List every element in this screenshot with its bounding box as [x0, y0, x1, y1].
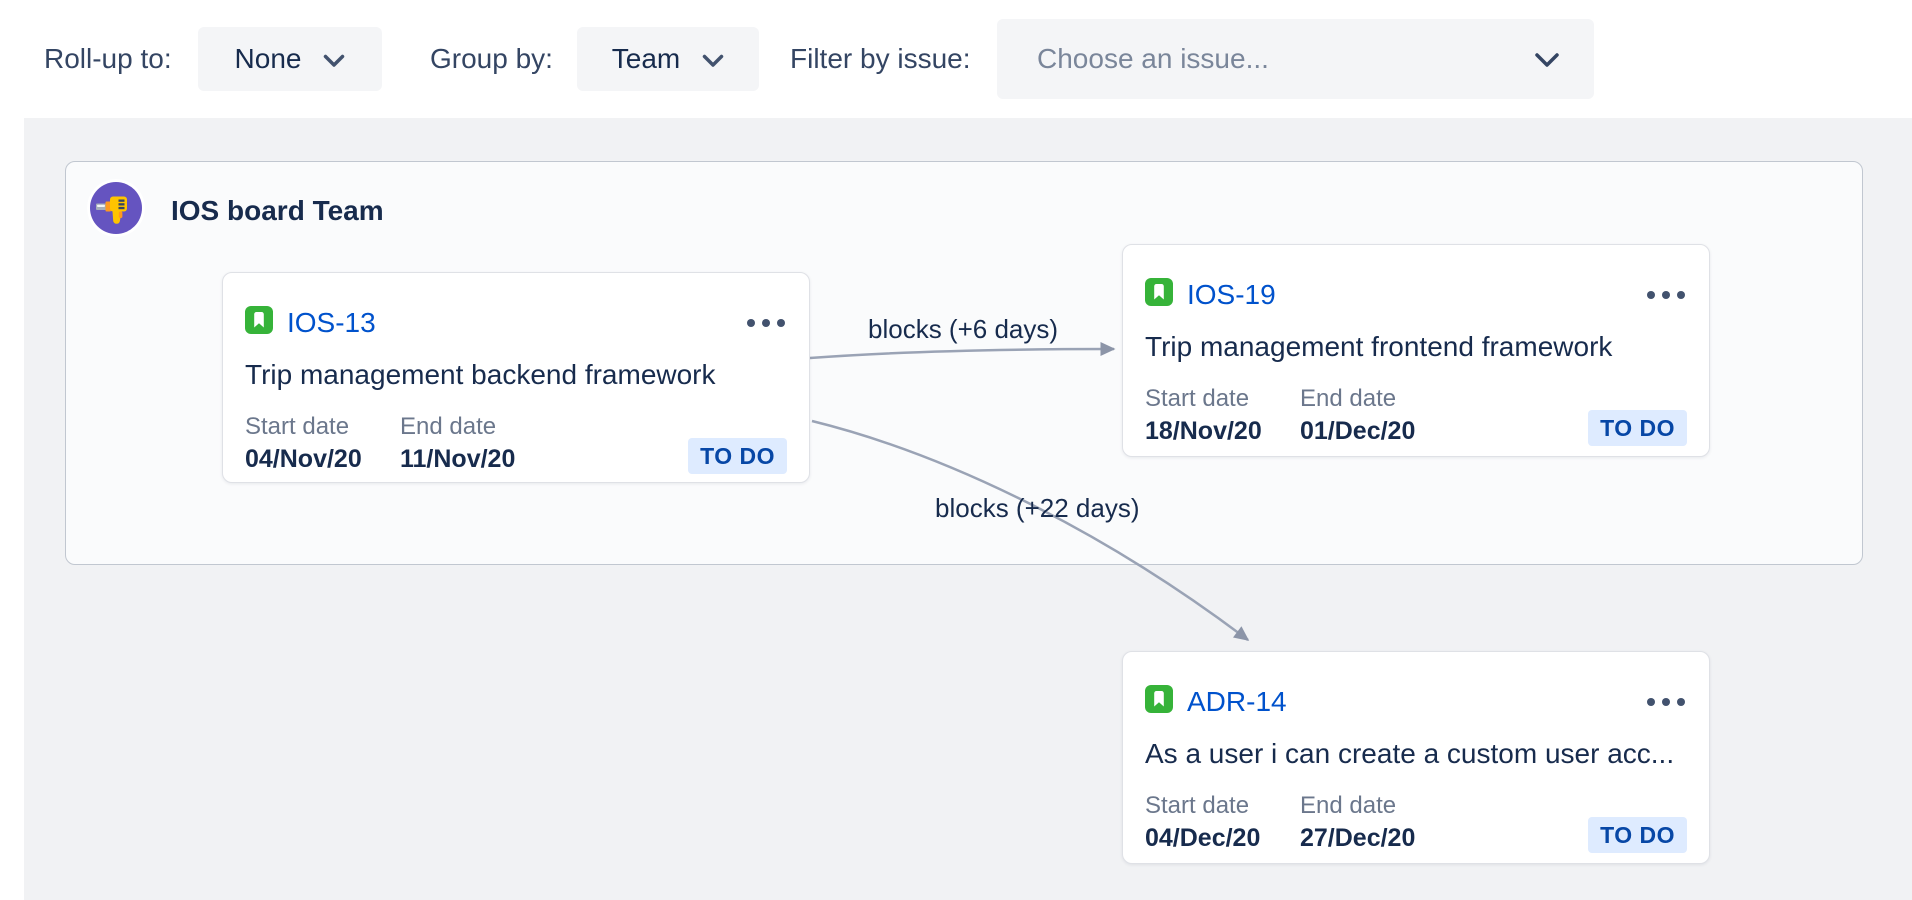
- drill-icon: [96, 196, 127, 224]
- issue-filter-select[interactable]: Choose an issue...: [997, 19, 1594, 99]
- card-footer: Start date 04/Nov/20 End date 11/Nov/20 …: [245, 413, 787, 474]
- card-header: IOS-19: [1145, 278, 1687, 311]
- chevron-down-icon: [1534, 43, 1594, 75]
- start-date-label: Start date: [245, 413, 350, 440]
- story-icon: [1145, 685, 1173, 718]
- card-header: IOS-13: [245, 306, 787, 339]
- issue-summary: As a user i can create a custom user acc…: [1145, 738, 1675, 769]
- dependency-canvas: IOS board Team blocks (+6 days) blocks (…: [24, 118, 1912, 900]
- groupby-value: Team: [611, 43, 681, 74]
- groupby-label: Group by:: [430, 43, 553, 74]
- issue-card-adr-14[interactable]: ADR-14 As a user i can create a custom u…: [1122, 651, 1710, 864]
- more-options-button[interactable]: [1645, 285, 1687, 305]
- story-icon: [1145, 278, 1173, 311]
- start-date-value: 18/Nov/20: [1145, 417, 1262, 445]
- end-date-value: 11/Nov/20: [400, 445, 516, 473]
- end-date-label: End date: [1300, 385, 1397, 412]
- chevron-down-icon: [323, 43, 345, 75]
- end-date-label: End date: [1300, 792, 1397, 819]
- status-badge: TO DO: [1588, 817, 1687, 853]
- team-name: IOS board Team: [171, 194, 384, 226]
- more-options-button[interactable]: [745, 313, 787, 333]
- team-avatar: [87, 179, 145, 242]
- rollup-value: None: [234, 43, 302, 74]
- start-date-label: Start date: [1145, 792, 1250, 819]
- start-date-value: 04/Dec/20: [1145, 824, 1261, 852]
- issue-summary: Trip management frontend framework: [1145, 331, 1613, 362]
- toolbar: Roll-up to: None Group by: Team Filter b…: [0, 0, 1912, 118]
- issue-summary: Trip management backend framework: [245, 359, 716, 390]
- rollup-dropdown[interactable]: None: [198, 27, 382, 91]
- card-footer: Start date 04/Dec/20 End date 27/Dec/20 …: [1145, 792, 1687, 853]
- rollup-label: Roll-up to:: [44, 43, 172, 74]
- dependency-label-blocks-22-days: blocks (+22 days): [935, 493, 1140, 523]
- issue-key-link[interactable]: IOS-13: [287, 306, 376, 338]
- issue-key-link[interactable]: ADR-14: [1187, 685, 1287, 717]
- start-date-label: Start date: [1145, 385, 1250, 412]
- issue-card-ios-13[interactable]: IOS-13 Trip management backend framework…: [222, 272, 810, 483]
- chevron-down-icon: [702, 43, 724, 75]
- end-date-value: 01/Dec/20: [1300, 417, 1416, 445]
- card-footer: Start date 18/Nov/20 End date 01/Dec/20 …: [1145, 385, 1687, 446]
- status-badge: TO DO: [688, 438, 787, 474]
- dependency-label-blocks-6-days: blocks (+6 days): [868, 314, 1059, 344]
- groupby-dropdown[interactable]: Team: [577, 27, 759, 91]
- issue-filter-placeholder: Choose an issue...: [1037, 43, 1269, 74]
- end-date-label: End date: [400, 413, 497, 440]
- filter-by-issue-label: Filter by issue:: [790, 43, 971, 74]
- start-date-value: 04/Nov/20: [245, 445, 362, 473]
- status-badge: TO DO: [1588, 410, 1687, 446]
- more-options-button[interactable]: [1645, 692, 1687, 712]
- story-icon: [245, 306, 273, 339]
- card-header: ADR-14: [1145, 685, 1687, 718]
- issue-card-ios-19[interactable]: IOS-19 Trip management frontend framewor…: [1122, 244, 1710, 457]
- team-group-header: IOS board Team: [87, 179, 384, 242]
- issue-key-link[interactable]: IOS-19: [1187, 278, 1276, 310]
- end-date-value: 27/Dec/20: [1300, 824, 1416, 852]
